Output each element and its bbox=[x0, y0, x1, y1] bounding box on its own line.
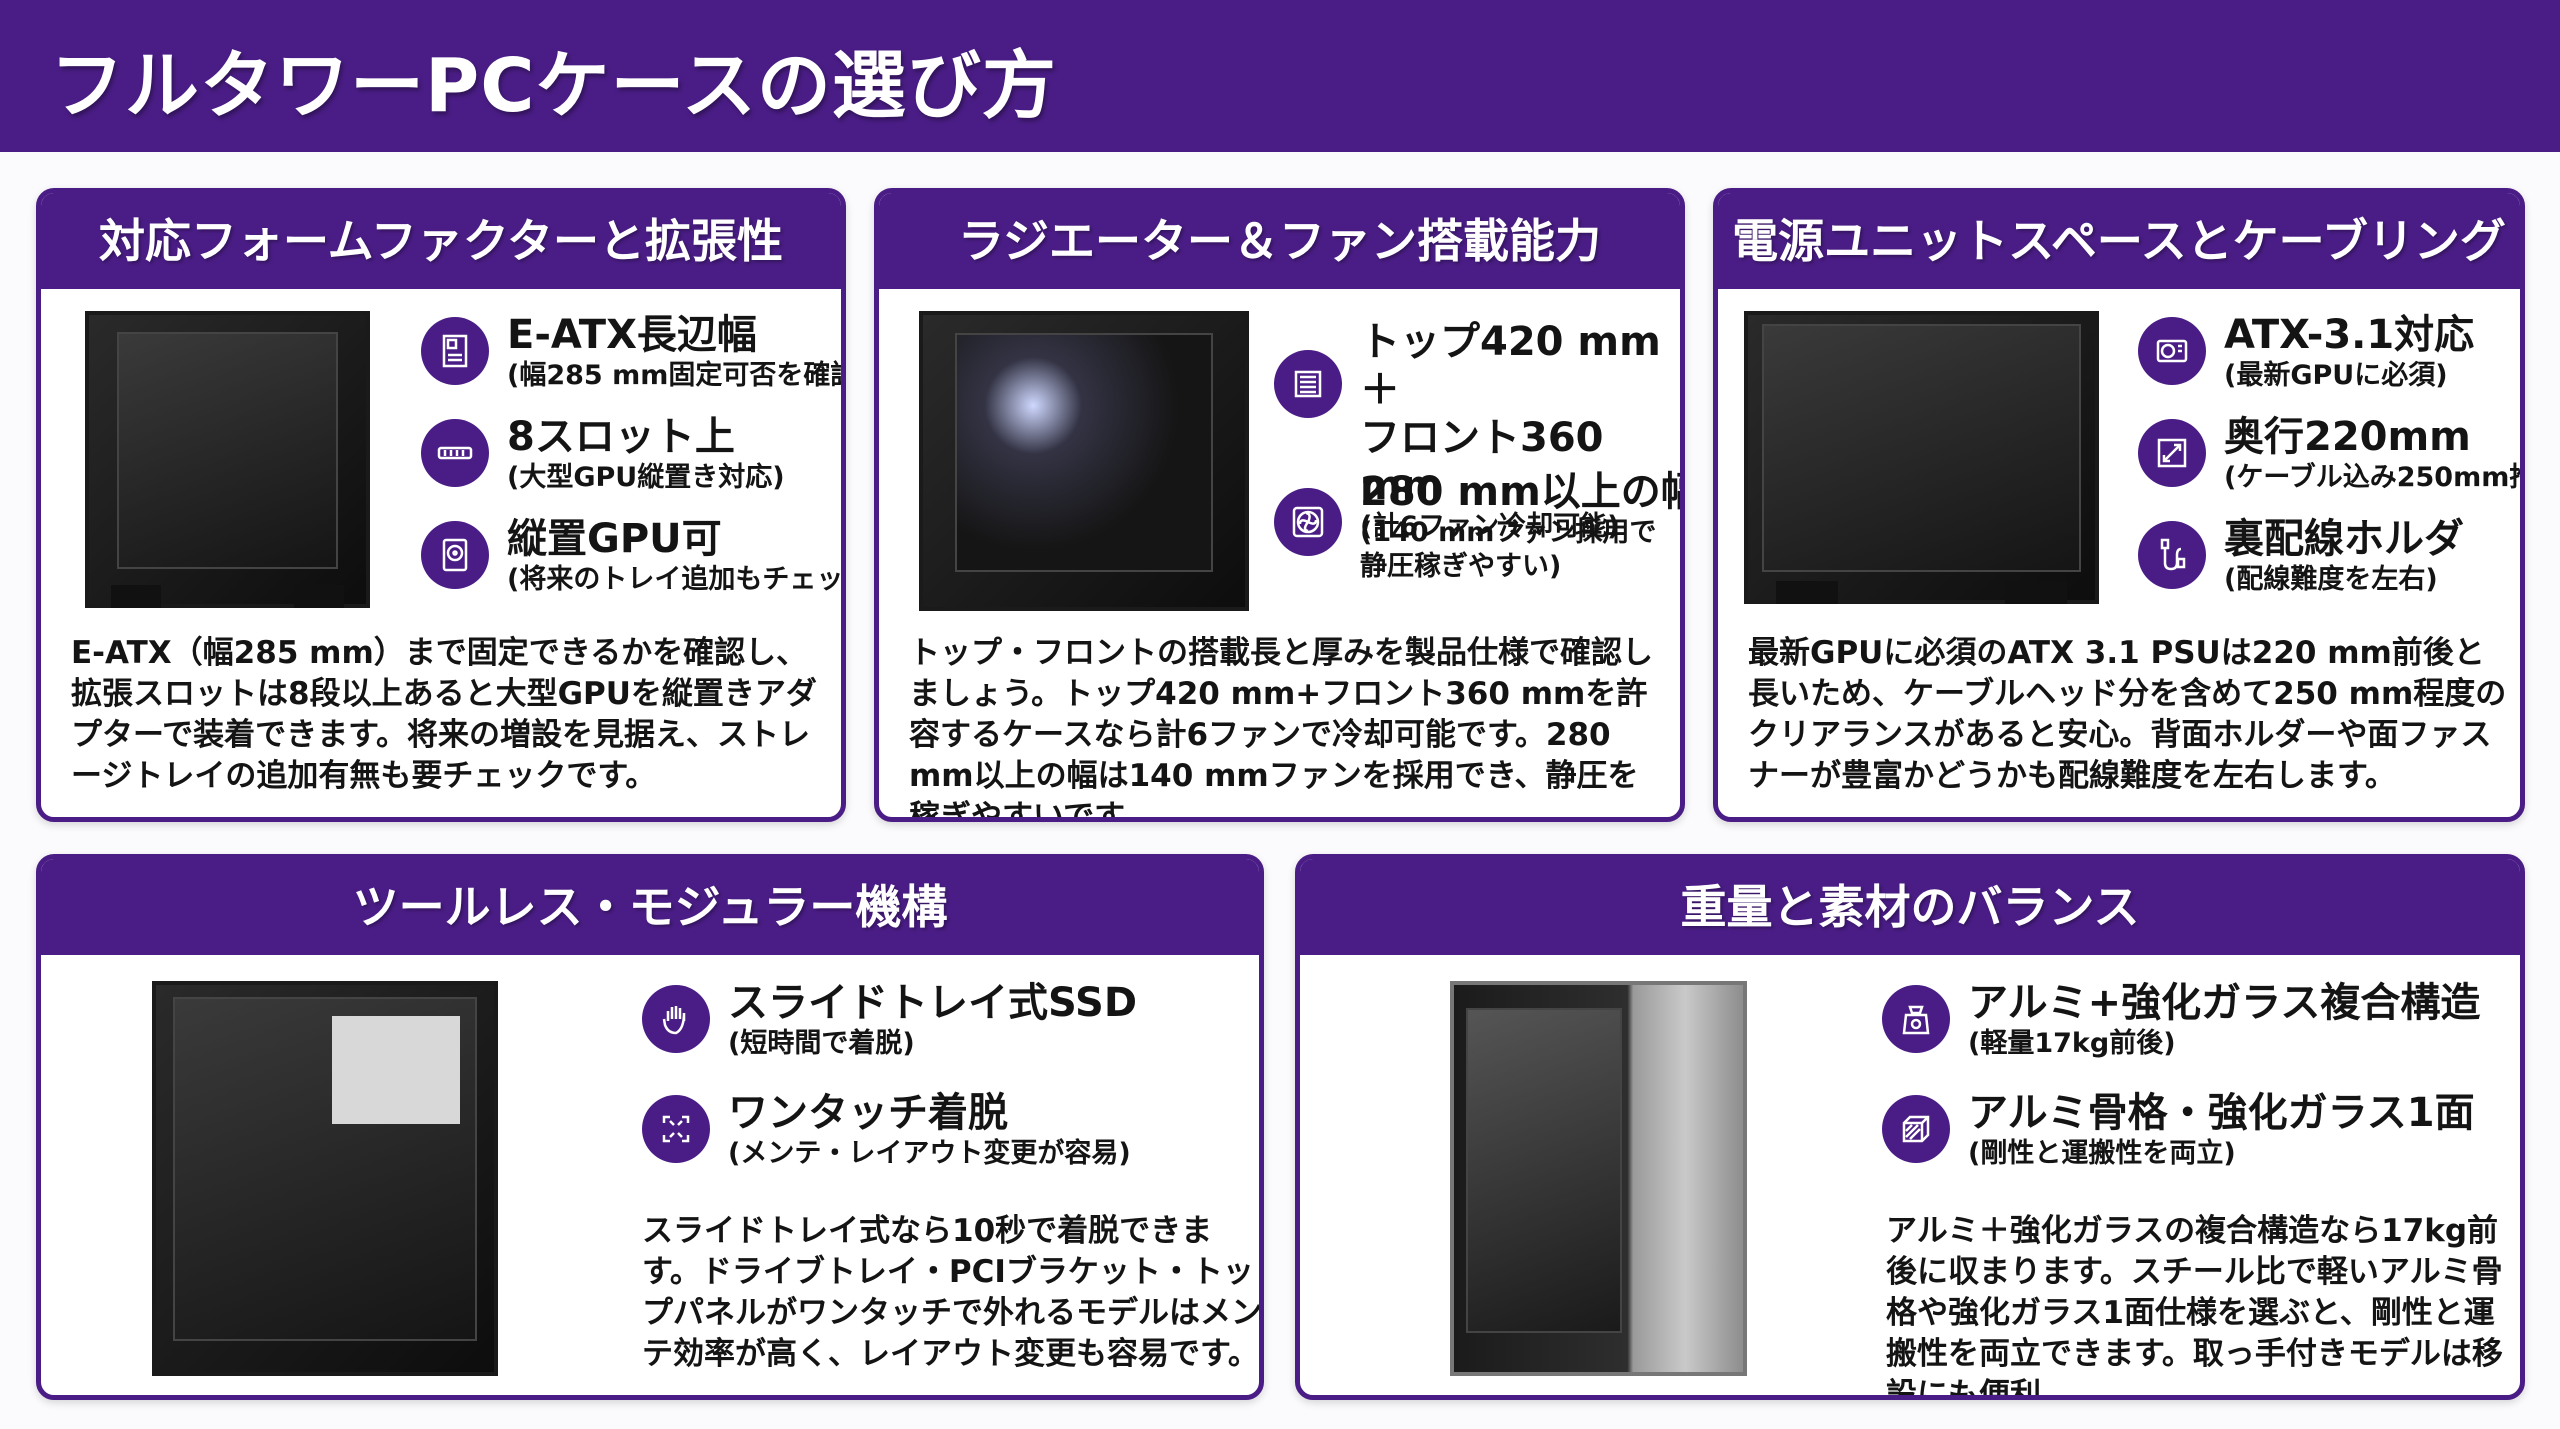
pc-case-image bbox=[919, 311, 1249, 611]
feature-item: ATX-3.1対応(最新GPUに必須) bbox=[2138, 311, 2474, 393]
feature-subtitle: (配線難度を左右) bbox=[2224, 564, 2438, 595]
feature-item: アルミ+強化ガラス複合構造(軽量17kg前後) bbox=[1882, 979, 2480, 1061]
feature-subtitle: (将来のトレイ追加もチェック) bbox=[507, 564, 846, 595]
card-title: 電源ユニットスペースとケーブリング bbox=[1718, 193, 2520, 289]
pc-case-image bbox=[85, 311, 370, 608]
feature-title: 8スロット上 bbox=[507, 414, 735, 460]
card-psu-cabling: 電源ユニットスペースとケーブリング ATX-3.1対応(最新GPUに必須) 奥行… bbox=[1713, 188, 2525, 822]
feature-title: アルミ+強化ガラス複合構造 bbox=[1968, 980, 2481, 1026]
card-title: 対応フォームファクターと拡張性 bbox=[41, 193, 841, 289]
card-description: トップ・フロントの搭載長と厚みを製品仕様で確認しましょう。トップ420 mm+フ… bbox=[909, 635, 1653, 822]
quick-release-icon bbox=[642, 1095, 710, 1163]
card-radiator-fan: ラジエーター＆ファン搭載能力 トップ420 mm＋ フロント360 mm(計6フ… bbox=[874, 188, 1685, 822]
card-title: 重量と素材のバランス bbox=[1300, 859, 2520, 955]
pc-case-image bbox=[1744, 311, 2099, 604]
cube-icon bbox=[1882, 1095, 1950, 1163]
card-description: アルミ＋強化ガラスの複合構造なら17kg前後に収まります。スチール比で軽いアルミ… bbox=[1886, 1213, 2503, 1400]
feature-subtitle: (短時間で着脱) bbox=[728, 1028, 915, 1059]
hand-icon bbox=[642, 985, 710, 1053]
card-weight-material: 重量と素材のバランス アルミ+強化ガラス複合構造(軽量17kg前後) アルミ骨格… bbox=[1295, 854, 2525, 1400]
feature-title: E-ATX長辺幅 bbox=[507, 312, 757, 358]
feature-item: 奥行220mm(ケーブル込み250mm推奨) bbox=[2138, 413, 2520, 495]
feature-title: アルミ骨格・強化ガラス1面 bbox=[1968, 1090, 2475, 1136]
feature-item: 280 mm以上の幅(140 mmファン採用で 静圧稼ぎやすい) bbox=[1274, 468, 1685, 584]
card-description: スライドトレイ式なら10秒で着脱できます。ドライブトレイ・PCIブラケット・トッ… bbox=[642, 1213, 1262, 1372]
card-title: ツールレス・モジュラー機構 bbox=[41, 859, 1259, 955]
feature-title: 280 mm以上の幅 bbox=[1360, 469, 1685, 515]
feature-subtitle: (メンテ・レイアウト変更が容易) bbox=[728, 1138, 1131, 1169]
scale-icon bbox=[1882, 985, 1950, 1053]
expansion-slot-icon bbox=[421, 419, 489, 487]
cable-icon bbox=[2138, 521, 2206, 589]
feature-title: ワンタッチ着脱 bbox=[728, 1090, 1008, 1136]
feature-title: 裏配線ホルダ bbox=[2224, 516, 2464, 562]
feature-subtitle: (軽量17kg前後) bbox=[1968, 1028, 2176, 1059]
card-title: ラジエーター＆ファン搭載能力 bbox=[879, 193, 1680, 289]
storage-drive-icon bbox=[421, 521, 489, 589]
card-toolless-modular: ツールレス・モジュラー機構 スライドトレイ式SSD(短時間で着脱) ワンタッチ着… bbox=[36, 854, 1264, 1400]
motherboard-icon bbox=[421, 317, 489, 385]
feature-item: トップ420 mm＋ フロント360 mm(計6ファン冷却可能) bbox=[1274, 318, 1680, 544]
feature-item: ワンタッチ着脱(メンテ・レイアウト変更が容易) bbox=[642, 1089, 1131, 1171]
feature-subtitle: (大型GPU縦置き対応) bbox=[507, 462, 785, 493]
feature-title: スライドトレイ式SSD bbox=[728, 980, 1138, 1026]
feature-subtitle: (ケーブル込み250mm推奨) bbox=[2224, 462, 2520, 493]
pc-case-image bbox=[152, 981, 498, 1376]
feature-item: E-ATX長辺幅(幅285 mm固定可否を確認) bbox=[421, 311, 846, 393]
feature-item: 縦置GPU可(将来のトレイ追加もチェック) bbox=[421, 515, 846, 597]
page-header: フルタワーPCケースの選び方 bbox=[0, 0, 2560, 152]
card-form-factor: 対応フォームファクターと拡張性 E-ATX長辺幅(幅285 mm固定可否を確認)… bbox=[36, 188, 846, 822]
feature-item: アルミ骨格・強化ガラス1面(剛性と運搬性を両立) bbox=[1882, 1089, 2475, 1171]
feature-title: 縦置GPU可 bbox=[507, 516, 722, 562]
feature-subtitle: (幅285 mm固定可否を確認) bbox=[507, 360, 846, 391]
feature-subtitle: (140 mmファン採用で 静圧稼ぎやすい) bbox=[1360, 517, 1657, 582]
feature-subtitle: (最新GPUに必須) bbox=[2224, 360, 2448, 391]
feature-title: 奥行220mm bbox=[2224, 414, 2471, 460]
resize-arrow-icon bbox=[2138, 419, 2206, 487]
feature-item: 8スロット上(大型GPU縦置き対応) bbox=[421, 413, 785, 495]
card-description: 最新GPUに必須のATX 3.1 PSUは220 mm前後と長いため、ケーブルヘ… bbox=[1748, 635, 2507, 794]
power-supply-icon bbox=[2138, 317, 2206, 385]
feature-item: スライドトレイ式SSD(短時間で着脱) bbox=[642, 979, 1137, 1061]
feature-subtitle: (計6ファン冷却可能) bbox=[1360, 511, 1620, 542]
pc-case-image bbox=[1450, 981, 1747, 1376]
radiator-icon bbox=[1274, 350, 1342, 418]
feature-title: ATX-3.1対応 bbox=[2224, 312, 2475, 358]
fan-icon bbox=[1274, 488, 1342, 556]
card-description: E-ATX（幅285 mm）まで固定できるかを確認し、拡張スロットは8段以上ある… bbox=[71, 635, 817, 794]
feature-subtitle: (剛性と運搬性を両立) bbox=[1968, 1138, 2236, 1169]
feature-title: トップ420 mm＋ フロント360 mm bbox=[1360, 319, 1661, 509]
feature-item: 裏配線ホルダ(配線難度を左右) bbox=[2138, 515, 2464, 597]
page-title: フルタワーPCケースの選び方 bbox=[50, 43, 1057, 129]
